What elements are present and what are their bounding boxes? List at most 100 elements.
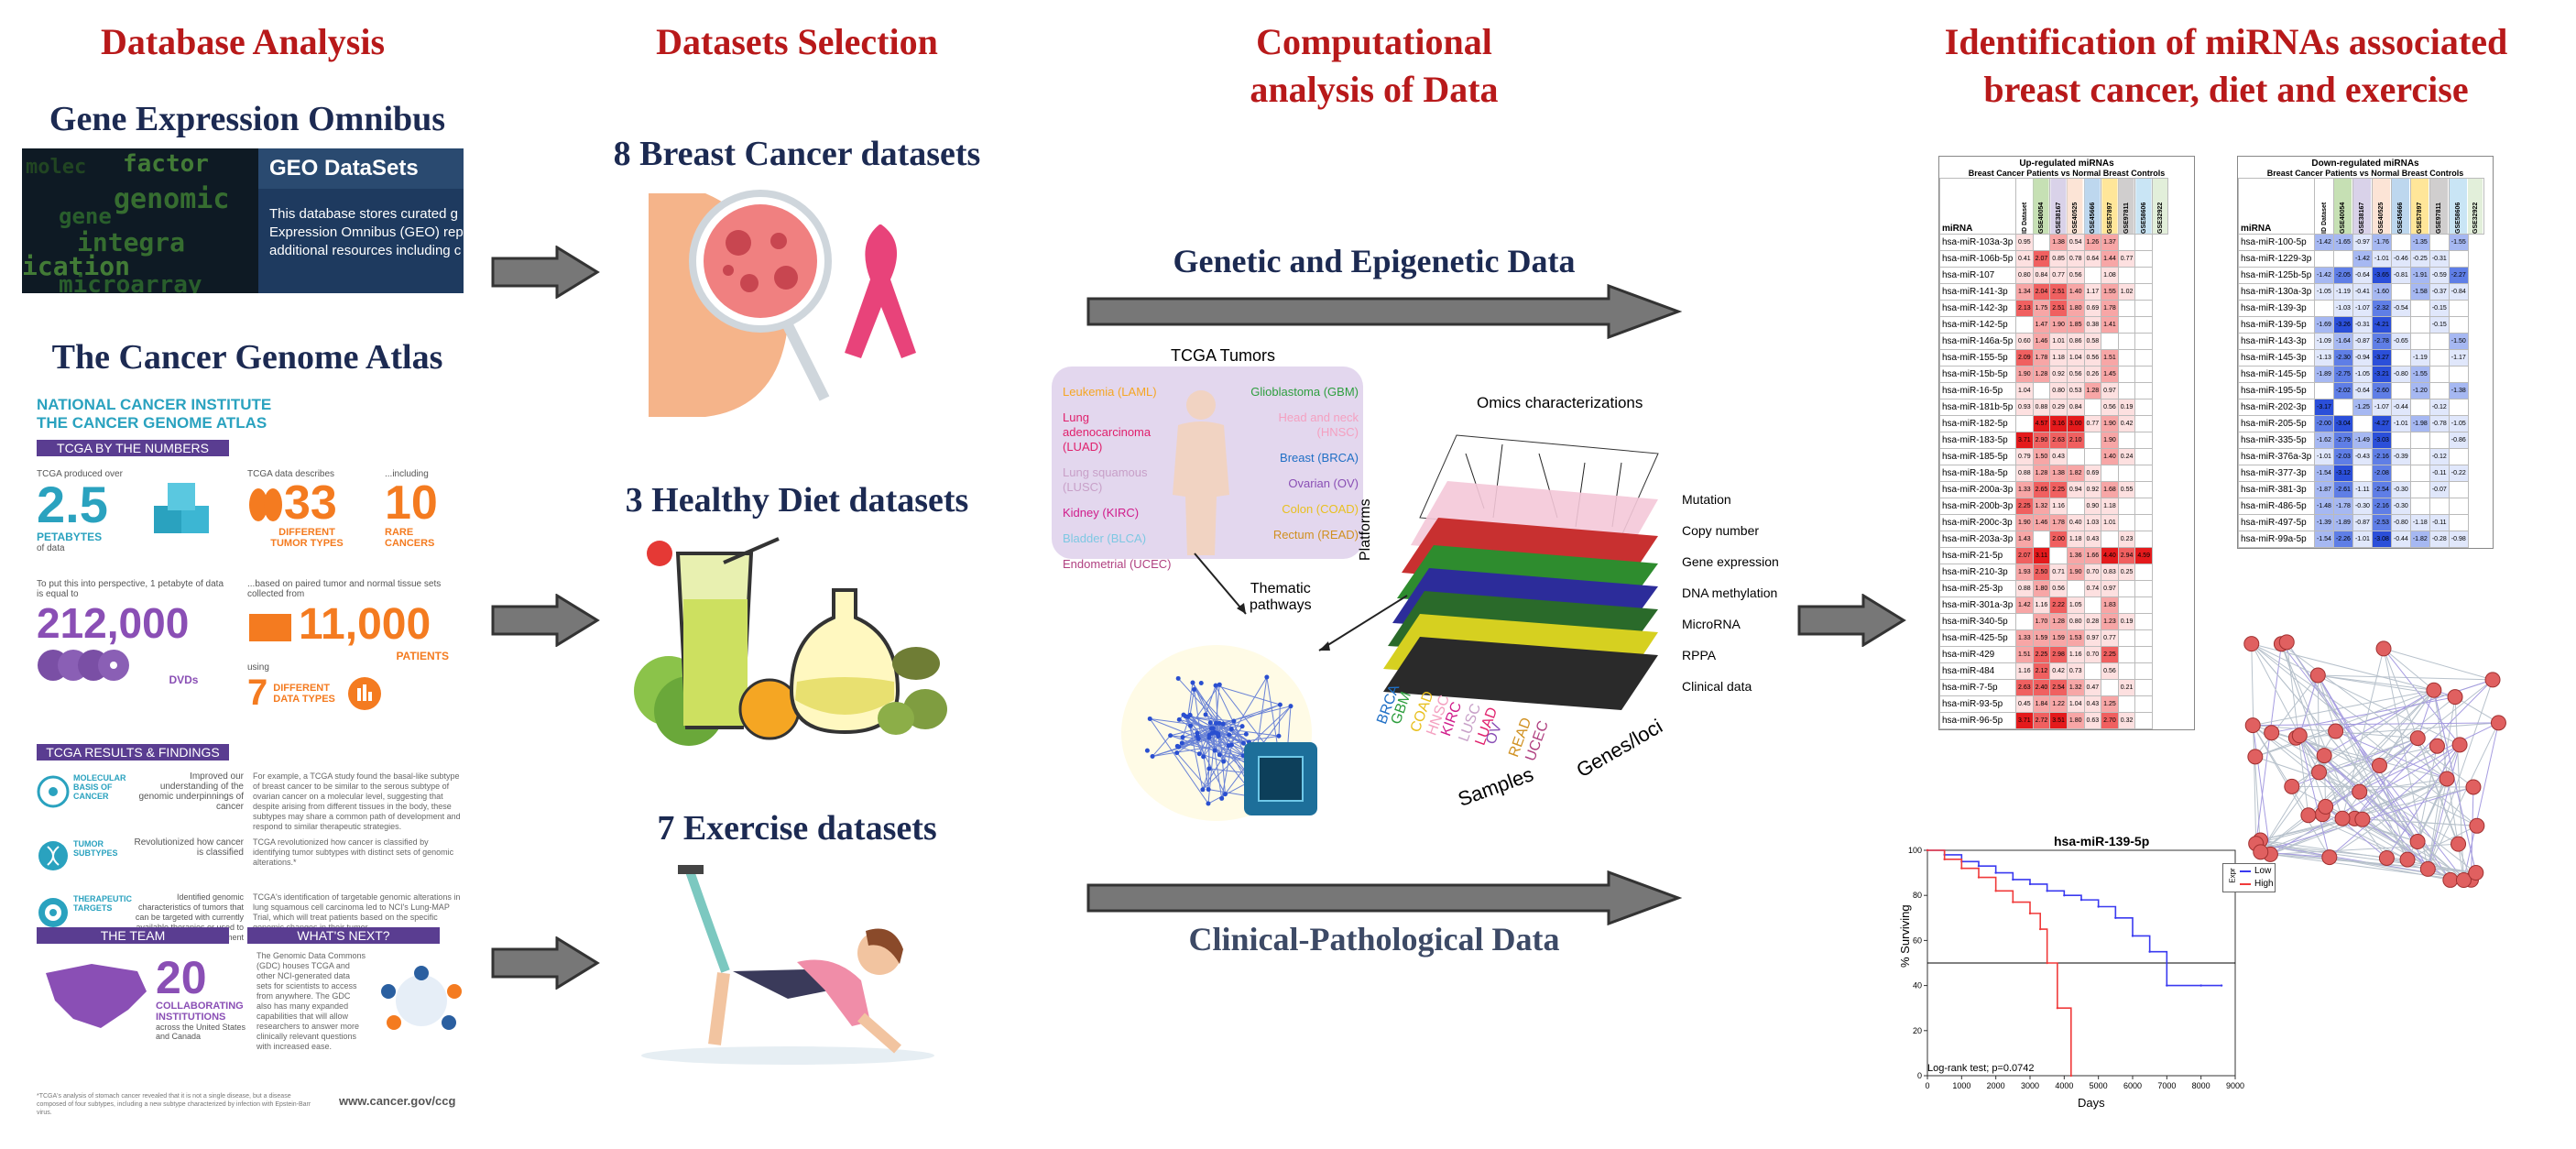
fold-change-cell <box>2134 349 2153 367</box>
mirna-name-cell: hsa-miR-155-5p <box>1939 349 2016 367</box>
fold-change-cell: 1.70 <box>2032 613 2051 630</box>
tcga-mol-right: For example, a TCGA study found the basa… <box>253 771 461 831</box>
fold-change-cell: 0.77 <box>2049 267 2068 284</box>
network-edge <box>1187 682 1194 717</box>
network-node <box>1217 682 1222 687</box>
fold-change-cell: -3.17 <box>2314 399 2334 416</box>
mirna-name-cell: hsa-miR-183-5p <box>1939 432 2016 449</box>
fold-change-cell <box>2429 333 2450 350</box>
x-tick-label: 8000 <box>2192 1081 2210 1090</box>
network-edge <box>1205 684 1217 716</box>
fold-change-cell <box>2134 432 2153 449</box>
fold-change-cell <box>2117 629 2136 647</box>
fold-change-cell: 0.42 <box>2117 415 2136 432</box>
fold-change-cell <box>2134 514 2153 531</box>
table-row: hsa-miR-130a-3p-1.05-1.19-0.41-1.60-1.58… <box>2238 283 2484 301</box>
fold-change-cell: 1.50 <box>2032 448 2051 465</box>
fold-change-cell <box>2117 432 2136 449</box>
graph-edge <box>2417 738 2460 845</box>
fold-change-cell <box>2117 300 2136 317</box>
graph-node <box>2490 715 2506 731</box>
graph-node <box>2311 764 2328 781</box>
fold-change-cell: -0.59 <box>2429 267 2450 284</box>
fold-change-cell <box>2134 564 2153 581</box>
x-tick-label: 9000 <box>2226 1081 2244 1090</box>
fold-change-cell: 1.55 <box>2101 283 2119 301</box>
fold-change-cell: -1.38 <box>2448 382 2469 399</box>
fold-change-cell <box>2117 662 2136 680</box>
tcga-petabytes-number: 2.5 <box>37 476 108 533</box>
tcga-subtypes-right: TCGA revolutionized how cancer is classi… <box>253 837 454 867</box>
fold-change-cell: 0.71 <box>2049 564 2068 581</box>
fold-change-cell: -2.60 <box>2371 382 2392 399</box>
fold-change-cell: -1.39 <box>2314 514 2334 531</box>
tcga-describes: TCGA data describes <box>247 469 335 479</box>
fold-change-cell: 0.47 <box>2083 679 2102 696</box>
people-icon <box>249 613 291 641</box>
fold-change-cell: 2.04 <box>2032 283 2051 301</box>
fold-change-cell: 1.90 <box>2015 366 2034 383</box>
mirna-name-cell: hsa-miR-200c-3p <box>1939 514 2016 531</box>
fold-change-cell <box>2117 498 2136 515</box>
fold-change-cell: 0.45 <box>2015 695 2034 713</box>
mirna-name-cell: hsa-miR-301a-3p <box>1939 596 2016 614</box>
fold-change-cell: 0.97 <box>2083 629 2102 647</box>
fold-change-cell: 1.41 <box>2101 316 2119 334</box>
mirna-name-cell: hsa-miR-130a-3p <box>2238 283 2315 301</box>
survival-point <box>2028 912 2032 915</box>
table-row: hsa-miR-145-5p-1.89-2.75-1.05-3.21-0.80-… <box>2238 366 2484 383</box>
graph-edge <box>2427 679 2494 870</box>
fold-change-cell: 2.12 <box>2032 662 2051 680</box>
mirna-name-cell: hsa-miR-125b-5p <box>2238 267 2315 284</box>
graph-edge <box>2298 674 2319 736</box>
survival-point <box>2056 1007 2059 1010</box>
network-node <box>1196 751 1202 757</box>
fold-change-cell <box>2117 580 2136 597</box>
fold-change-cell <box>2409 333 2430 350</box>
legend-high-swatch <box>2240 882 2251 885</box>
fold-change-cell: 1.32 <box>2032 498 2051 515</box>
fold-change-cell: 0.86 <box>2066 333 2085 350</box>
fold-change-cell: 0.92 <box>2083 481 2102 498</box>
fold-change-cell: 0.32 <box>2117 712 2136 729</box>
fold-change-cell: 1.51 <box>2101 349 2119 367</box>
fold-change-cell: -2.79 <box>2332 432 2353 449</box>
fold-change-cell: -1.69 <box>2314 316 2334 334</box>
fold-change-cell: -0.11 <box>2429 514 2450 531</box>
fold-change-cell: 1.01 <box>2049 333 2068 350</box>
fold-change-cell: -1.55 <box>2409 366 2430 383</box>
fold-change-cell: -3.26 <box>2332 316 2353 334</box>
fold-change-cell <box>2134 283 2153 301</box>
fold-change-cell: 0.60 <box>2015 333 2034 350</box>
survival-point <box>2069 1074 2072 1078</box>
table-row: hsa-miR-486-5p-1.48-1.78-0.30-2.16-0.30 <box>2238 498 2484 515</box>
fold-change-cell: -3.12 <box>2332 465 2353 482</box>
fold-change-cell: 0.25 <box>2117 564 2136 581</box>
fold-change-cell: 0.70 <box>2083 646 2102 663</box>
tcga-dvd-number: 212,000 <box>37 599 190 647</box>
exercise-datasets-label: 7 Exercise datasets <box>657 809 937 848</box>
fold-change-cell <box>2083 662 2102 680</box>
tumor-item: Ovarian (OV) <box>1288 476 1359 490</box>
omics-layer-label: RPPA <box>1682 648 1717 662</box>
fold-change-cell: 2.25 <box>2015 498 2034 515</box>
fold-change-cell <box>2429 234 2450 251</box>
network-node <box>1213 683 1218 688</box>
table-row: hsa-miR-205-5p-2.00-3.04-4.27-1.01-1.98-… <box>2238 415 2484 432</box>
tcga-tumors-title: TCGA Tumors <box>1171 346 1276 365</box>
fold-change-cell: 0.53 <box>2066 382 2085 399</box>
tumor-item: Endometrial (UCEC) <box>1063 557 1172 571</box>
graph-edge <box>2383 648 2494 681</box>
tcga-rare-number: 10 <box>385 476 438 530</box>
fold-change-cell: 0.79 <box>2015 448 2034 465</box>
fold-change-cell: 2.51 <box>2049 283 2068 301</box>
fold-change-cell <box>2390 283 2411 301</box>
graph-node <box>2465 779 2482 795</box>
tcga-petabytes-block: TCGA produced over 2.5 PETABYTES of data <box>37 469 165 553</box>
fold-change-cell <box>2101 531 2119 548</box>
